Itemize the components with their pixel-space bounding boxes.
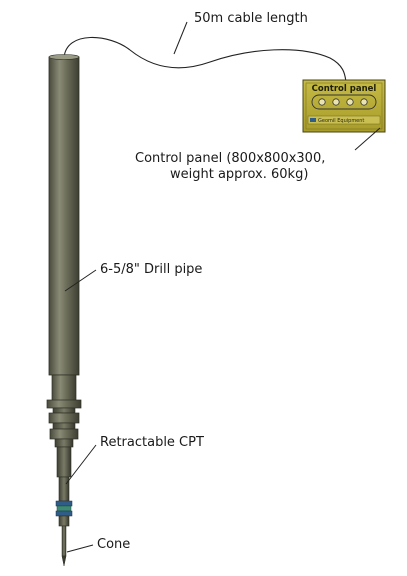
leader-cable — [173, 21, 188, 55]
control-panel: Control panel Geomil Equipment — [302, 79, 386, 133]
label-control-panel-line1: Control panel (800x800x300, — [135, 151, 325, 166]
pipe-lower-section — [51, 374, 77, 402]
control-panel-title: Control panel — [312, 84, 377, 94]
cone — [61, 525, 67, 567]
leader-cone — [66, 544, 94, 553]
label-cable-length: 50m cable length — [194, 11, 308, 26]
drill-pipe — [48, 56, 80, 376]
panel-dial-icon — [346, 98, 354, 106]
retractable-cpt-rod — [55, 446, 73, 527]
panel-dial-icon — [332, 98, 340, 106]
cable-line — [63, 36, 347, 83]
panel-logo-icon — [310, 118, 316, 122]
pipe-couplings — [46, 399, 82, 448]
drill-pipe-top — [48, 54, 80, 60]
label-cone: Cone — [97, 537, 130, 552]
panel-dial-icon — [318, 98, 326, 106]
leader-drill-pipe — [64, 269, 97, 292]
label-drill-pipe: 6-5/8" Drill pipe — [100, 262, 202, 277]
leader-retractable — [65, 444, 97, 485]
label-retractable-cpt: Retractable CPT — [100, 435, 204, 450]
control-panel-brand: Geomil Equipment — [318, 118, 364, 124]
leader-panel — [354, 127, 381, 151]
panel-dial-icon — [360, 98, 368, 106]
label-control-panel-line2: weight approx. 60kg) — [170, 167, 308, 182]
